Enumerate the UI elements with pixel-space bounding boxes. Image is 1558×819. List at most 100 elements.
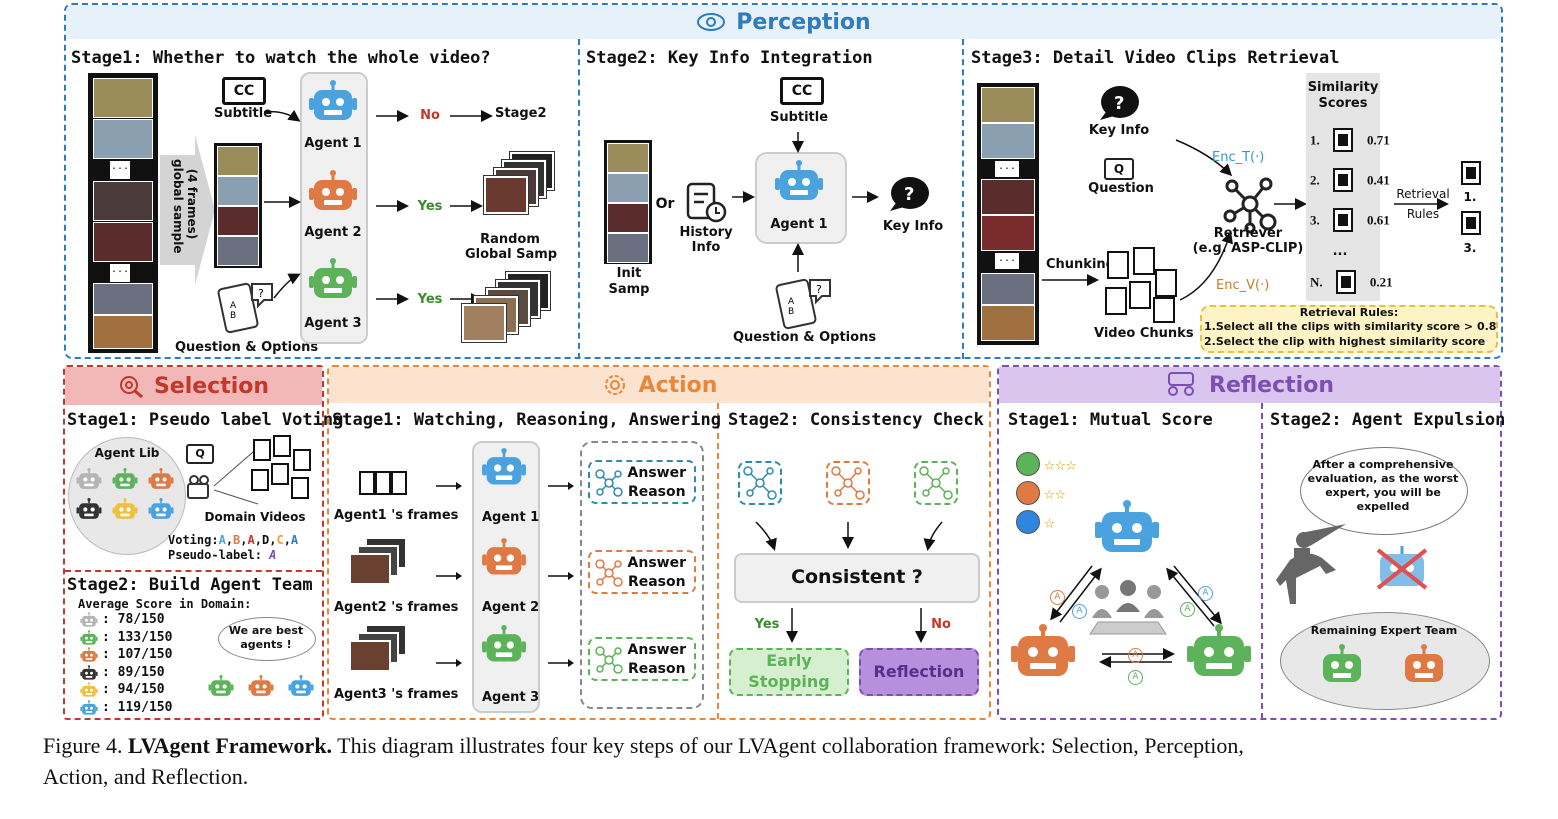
- robot-orange-left-icon: [1011, 624, 1075, 676]
- team-robot-icon: [288, 675, 314, 696]
- outcome-yes-2: Yes: [417, 292, 443, 307]
- similarity-score-row: N. 0.21: [1310, 270, 1393, 294]
- agent1-label: Agent 1: [304, 136, 362, 151]
- arrow-icon: [548, 572, 574, 580]
- agent3-label: Agent 3: [304, 316, 362, 331]
- reflection-header: Reflection: [999, 368, 1500, 402]
- or-label: Or: [655, 196, 675, 212]
- robot-agent1-stage2-icon: [775, 160, 823, 200]
- expulsion-speech-text: After a comprehensive evaluation, as the…: [1307, 458, 1459, 513]
- team-robot-icon: [248, 675, 274, 696]
- figure-caption: Figure 4. LVAgent Framework. This diagra…: [43, 730, 1543, 792]
- avg-score-row: : 107/150: [80, 647, 172, 668]
- knight-icon: [1276, 524, 1346, 604]
- selection-title: Selection: [153, 373, 270, 399]
- perception-header: Perception: [66, 5, 1501, 39]
- chunking-arrow: [1042, 274, 1099, 286]
- random-frames-stack: [482, 151, 555, 232]
- caption-label: Figure 4.: [43, 733, 123, 758]
- agent-lib-label: Agent Lib: [94, 446, 160, 460]
- perception-panel: Perception: [64, 3, 1503, 359]
- reflection-button-label: Reflection: [873, 662, 965, 681]
- reasoning-graph-icon: [919, 466, 953, 500]
- video-chunks-label: Video Chunks: [1094, 326, 1194, 341]
- expelled-robot-icon: [1376, 546, 1428, 590]
- agent-lib-robot: [148, 498, 174, 526]
- robot-agent3-icon: [309, 258, 357, 298]
- expulsion-speech-bubble: [1300, 447, 1468, 535]
- team-robot: [248, 675, 274, 703]
- global-sample-label: (4 frames) global sample: [171, 159, 199, 254]
- avg-score-row: : 133/150: [80, 630, 172, 651]
- frames-stack-wrap: [346, 537, 410, 594]
- vote-letter: B: [233, 533, 241, 547]
- action-agent-label: Agent 1: [482, 510, 540, 525]
- question-options-label: Question & Options: [175, 340, 319, 355]
- clip-icon: [1336, 270, 1357, 294]
- svg-text:?: ?: [258, 287, 264, 300]
- arrow-icon: [548, 482, 574, 490]
- agent1-stage2-label: Agent 1: [770, 217, 828, 232]
- score-robot-icon: [80, 629, 98, 645]
- people-icon: [1168, 372, 1195, 396]
- retriever-label: Retriever (e.g. ASP-CLIP): [1192, 226, 1304, 256]
- init-frames: [604, 140, 652, 264]
- input-arrows: [263, 109, 301, 299]
- score-badge: A: [1128, 664, 1143, 685]
- agent-to-answer-arrow: [546, 476, 576, 495]
- score-robot-icon: [80, 699, 98, 715]
- clip-icon: [1333, 128, 1354, 152]
- arrow-icon: [436, 572, 462, 580]
- perception-stage1-title: Stage1: Whether to watch the whole video…: [71, 48, 491, 68]
- vote-letter: A: [290, 533, 299, 547]
- action-agent-label: Agent 2: [482, 600, 540, 615]
- team-robot: [288, 675, 314, 703]
- frames-to-agent-arrow: [434, 476, 464, 495]
- random-frames-stack-2: [461, 271, 552, 352]
- arrow-icon: [548, 659, 574, 667]
- question-options-label-2: Question & Options: [733, 330, 877, 345]
- frames-icon-wrap: [358, 470, 408, 500]
- robot-blue-center-icon: [1095, 500, 1159, 552]
- caption-text-2: Action, and Reflection.: [43, 764, 249, 789]
- action-agent-label: Agent 3: [482, 690, 540, 705]
- vote-letter: ,: [225, 533, 234, 547]
- question-icon-selection: Q: [186, 444, 214, 464]
- key-info-bubble-icon: ?: [890, 177, 929, 211]
- svg-text:B: B: [788, 307, 794, 317]
- star-row: ☆☆: [1016, 481, 1066, 505]
- outcome-arrows: [376, 110, 493, 305]
- svg-text:?: ?: [1114, 93, 1124, 114]
- selection-stage1-title: Stage1: Pseudo label Voting: [67, 410, 344, 430]
- global-sample-arrow: [160, 135, 215, 285]
- perception-title: Perception: [736, 9, 871, 35]
- agent-frames-label: Agent3 's frames: [334, 687, 459, 702]
- remaining-team-label: Remaining Expert Team: [1310, 624, 1458, 637]
- agent-lib-robot: [76, 468, 102, 496]
- consistency-arrows: [755, 521, 943, 551]
- no-label: No: [931, 617, 951, 632]
- reflection-button[interactable]: [859, 648, 979, 696]
- agent-lib-robot: [148, 468, 174, 496]
- score-robot-icon: [80, 664, 98, 680]
- score-badge: A: [1198, 580, 1213, 601]
- consistent-label: Consistent ?: [791, 566, 923, 588]
- svg-text:B: B: [230, 311, 236, 321]
- outcome-yes-1: Yes: [417, 199, 443, 214]
- action-stage1-title: Stage1: Watching, Reasoning, Answering: [332, 410, 721, 430]
- selection-panel: Selection: [63, 365, 324, 720]
- agent-lib-robot-icon: [76, 468, 102, 489]
- frames-to-agent-arrow: [434, 566, 464, 585]
- vote-letter: A: [247, 533, 255, 547]
- svg-text:?: ?: [904, 184, 914, 205]
- early-stopping-button[interactable]: [729, 648, 849, 696]
- remaining-robot-green-icon: [1323, 644, 1361, 682]
- agent-lib-robot-icon: [112, 498, 138, 519]
- selection-stage2-title: Stage2: Build Agent Team: [67, 575, 313, 595]
- action-robot: [481, 538, 527, 584]
- avg-score-title: Average Score in Domain:: [78, 597, 252, 611]
- caption-text: This diagram illustrates four key steps …: [337, 733, 1244, 758]
- robot-green-right-icon: [1187, 624, 1251, 676]
- we-are-best-text: We are best agents !: [228, 624, 304, 651]
